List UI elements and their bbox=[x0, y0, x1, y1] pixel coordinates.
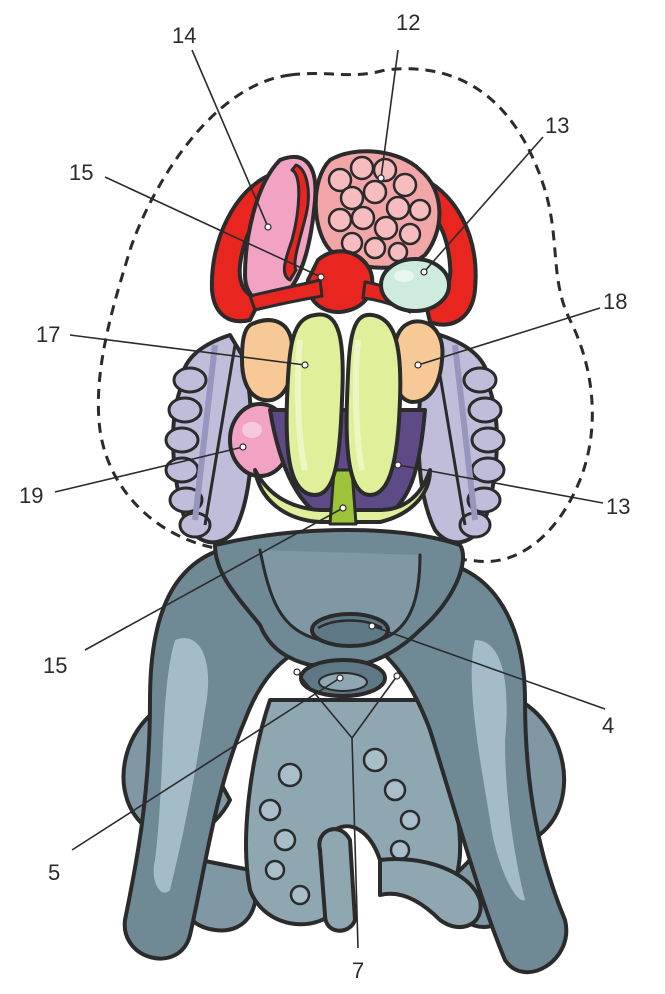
label-19: 19 bbox=[19, 483, 43, 508]
label-13-lower: 13 bbox=[606, 494, 630, 519]
label-13-upper: 13 bbox=[545, 113, 569, 138]
label-18: 18 bbox=[603, 289, 627, 314]
label-5: 5 bbox=[48, 860, 60, 885]
pale-green-sac bbox=[381, 259, 449, 311]
label-15-upper: 15 bbox=[69, 160, 93, 185]
label-12: 12 bbox=[396, 10, 420, 35]
siphon-opening bbox=[312, 614, 388, 646]
label-14: 14 bbox=[172, 23, 196, 48]
ink-sac-lobe-left bbox=[287, 314, 343, 495]
label-4: 4 bbox=[602, 713, 614, 738]
label-15-lower: 15 bbox=[43, 653, 67, 678]
label-7: 7 bbox=[352, 958, 364, 983]
label-17: 17 bbox=[36, 322, 60, 347]
